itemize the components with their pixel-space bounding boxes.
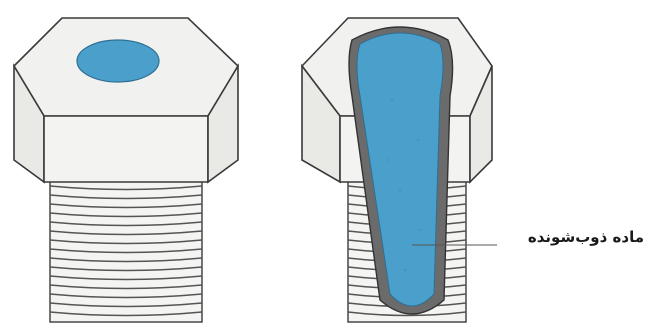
- fusible-material-label: ماده ذوب‌شونده: [500, 228, 644, 246]
- left-fusible-material-top: [77, 40, 159, 82]
- left-bolt: [14, 18, 238, 322]
- right-bolt-cutaway: [302, 18, 492, 322]
- left-bolt-threaded-shank: [50, 176, 202, 322]
